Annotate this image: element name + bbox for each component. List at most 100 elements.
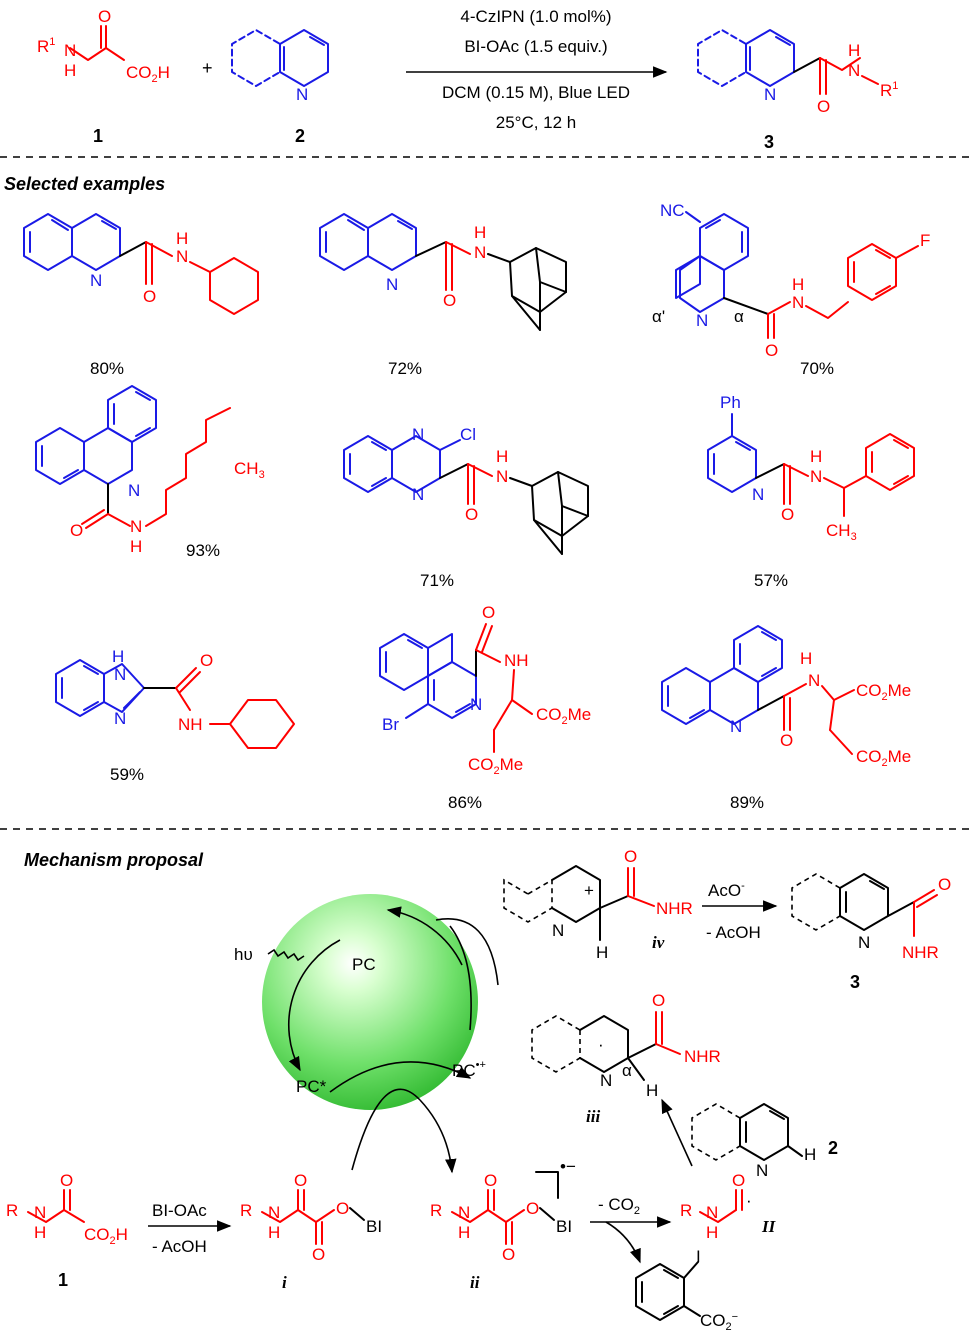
atom-n: N — [296, 85, 308, 104]
atom-h: H — [810, 447, 822, 466]
atom-nhr: NHR — [656, 899, 693, 918]
mechanism: PC PC* PC•+ hυ + N H O NHR iv AcO- - AcO… — [6, 847, 951, 1333]
atom-bi: BI — [366, 1217, 382, 1236]
atom-o: O — [624, 847, 637, 866]
yield-label: 72% — [388, 359, 422, 378]
atom-o: O — [70, 521, 83, 540]
atom-co2me: CO2Me — [856, 681, 911, 703]
radical-anion-sign: •− — [560, 1157, 576, 1176]
atom-ch3: CH3 — [826, 521, 857, 543]
photocatalyst-sphere — [262, 894, 478, 1110]
atom-n: N — [474, 243, 486, 262]
atom-n: N — [412, 485, 424, 504]
radical-dot: · — [746, 1191, 752, 1210]
atom-n: N — [176, 247, 188, 266]
atom-o: O — [336, 1199, 349, 1218]
compound-label-2: 2 — [295, 126, 305, 146]
minus-acoh-label: - AcOH — [152, 1237, 207, 1256]
intermediate-ii: O O O R N H BI •− ii — [430, 1157, 576, 1292]
atom-o: O — [200, 651, 213, 670]
condition-oxidant: BI-OAc (1.5 equiv.) — [464, 37, 607, 56]
mechanism-oxamic-acid-1: O R N H CO2H 1 — [6, 1171, 128, 1290]
yield-label: 93% — [186, 541, 220, 560]
atom-n: N — [114, 709, 126, 728]
atom-h: H — [34, 1223, 46, 1242]
atom-ph: Ph — [720, 393, 741, 412]
bioac-label: BI-OAc — [152, 1201, 207, 1220]
minus-acoh-label: - AcOH — [706, 923, 761, 942]
atom-o: O — [465, 505, 478, 524]
label-i: i — [282, 1273, 287, 1292]
atom-n: N — [386, 275, 398, 294]
pc-radical-cation-label: PC•+ — [452, 1059, 486, 1080]
hv-label: hυ — [234, 945, 253, 964]
atom-o: O — [652, 991, 665, 1010]
mechanism-label-1: 1 — [58, 1270, 68, 1290]
atom-o: O — [526, 1199, 539, 1218]
atom-h: H — [800, 649, 812, 668]
atom-br: Br — [382, 715, 399, 734]
atom-r: R — [430, 1201, 442, 1220]
atom-n: N — [752, 485, 764, 504]
atom-n: N — [64, 41, 76, 60]
atom-n: N — [114, 665, 126, 684]
example-quinoxaline-adamantyl: N N Cl O H N 71% — [343, 425, 589, 590]
atom-i: I — [696, 1247, 701, 1266]
mechanism-label-2: 2 — [828, 1138, 838, 1158]
atom-co2me: CO2Me — [468, 755, 523, 777]
plus-sign: + — [202, 58, 213, 78]
atom-r: R — [6, 1201, 18, 1220]
yield-label: 86% — [448, 793, 482, 812]
atom-r1: R1 — [37, 36, 55, 56]
atom-co2h: CO2H — [126, 63, 170, 85]
atom-o: O — [780, 731, 793, 750]
atom-n: N — [458, 1203, 470, 1222]
section-title-examples: Selected examples — [4, 174, 165, 194]
mechanism-label-3: 3 — [850, 972, 860, 992]
example-bromoisoquinoline-aspartate: N Br O NH CO2Me CO2Me 86% — [379, 603, 591, 812]
condition-catalyst: 4-CzIPN (1.0 mol%) — [460, 7, 611, 26]
atom-o: O — [765, 341, 778, 360]
atom-n: N — [130, 517, 142, 536]
atom-n: N — [470, 695, 482, 714]
yield-label: 71% — [420, 571, 454, 590]
alpha: α — [734, 307, 744, 326]
atom-n: N — [268, 1203, 280, 1222]
atom-n: N — [764, 85, 776, 104]
plus-charge: + — [584, 881, 594, 900]
atom-o: O — [817, 97, 830, 116]
atom-nhr: NHR — [684, 1047, 721, 1066]
atom-h: H — [176, 229, 188, 248]
intermediate-iv: + N H O NHR iv — [503, 847, 693, 962]
carbamoyl-radical-II: O · R N H II — [680, 1171, 777, 1242]
minus-co2-label: - CO2 — [598, 1195, 640, 1217]
product-3: N O H N R1 3 — [697, 29, 898, 152]
atom-h: H — [130, 537, 142, 556]
intermediate-i: O O O R N H BI i — [240, 1171, 382, 1292]
pc-excited-label: PC* — [296, 1077, 327, 1096]
atom-n: N — [810, 467, 822, 486]
yield-label: 89% — [730, 793, 764, 812]
atom-nc: NC — [660, 201, 685, 220]
section-title-mechanism: Mechanism proposal — [24, 850, 204, 870]
alpha-prime: α' — [652, 307, 665, 326]
condition-temperature: 25°C, 12 h — [496, 113, 577, 132]
atom-h: H — [804, 1145, 816, 1164]
iodobenzoate: I CO2− — [635, 1247, 738, 1333]
oxamic-acid-1: O R1 N H CO2H 1 — [37, 7, 170, 146]
label-ii: ii — [470, 1273, 480, 1292]
example-quinoline-cyclohexyl: N O H N 80% — [23, 213, 259, 378]
atom-o: O — [294, 1171, 307, 1190]
mechanism-heteroarene-2: N H 2 — [691, 1103, 838, 1180]
atom-h: H — [64, 61, 76, 80]
atom-o: O — [312, 1245, 325, 1264]
atom-nh: NH — [504, 651, 529, 670]
yield-label: 57% — [754, 571, 788, 590]
atom-n: N — [792, 293, 804, 312]
atom-h: H — [646, 1081, 658, 1100]
yield-label: 70% — [800, 359, 834, 378]
compound-label-3: 3 — [764, 132, 774, 152]
heteroarene-2: N 2 — [231, 29, 329, 146]
general-reaction: O R1 N H CO2H 1 + N 2 4-CzIPN (1.0 mol%)… — [37, 7, 898, 152]
label-iii: iii — [586, 1107, 600, 1126]
